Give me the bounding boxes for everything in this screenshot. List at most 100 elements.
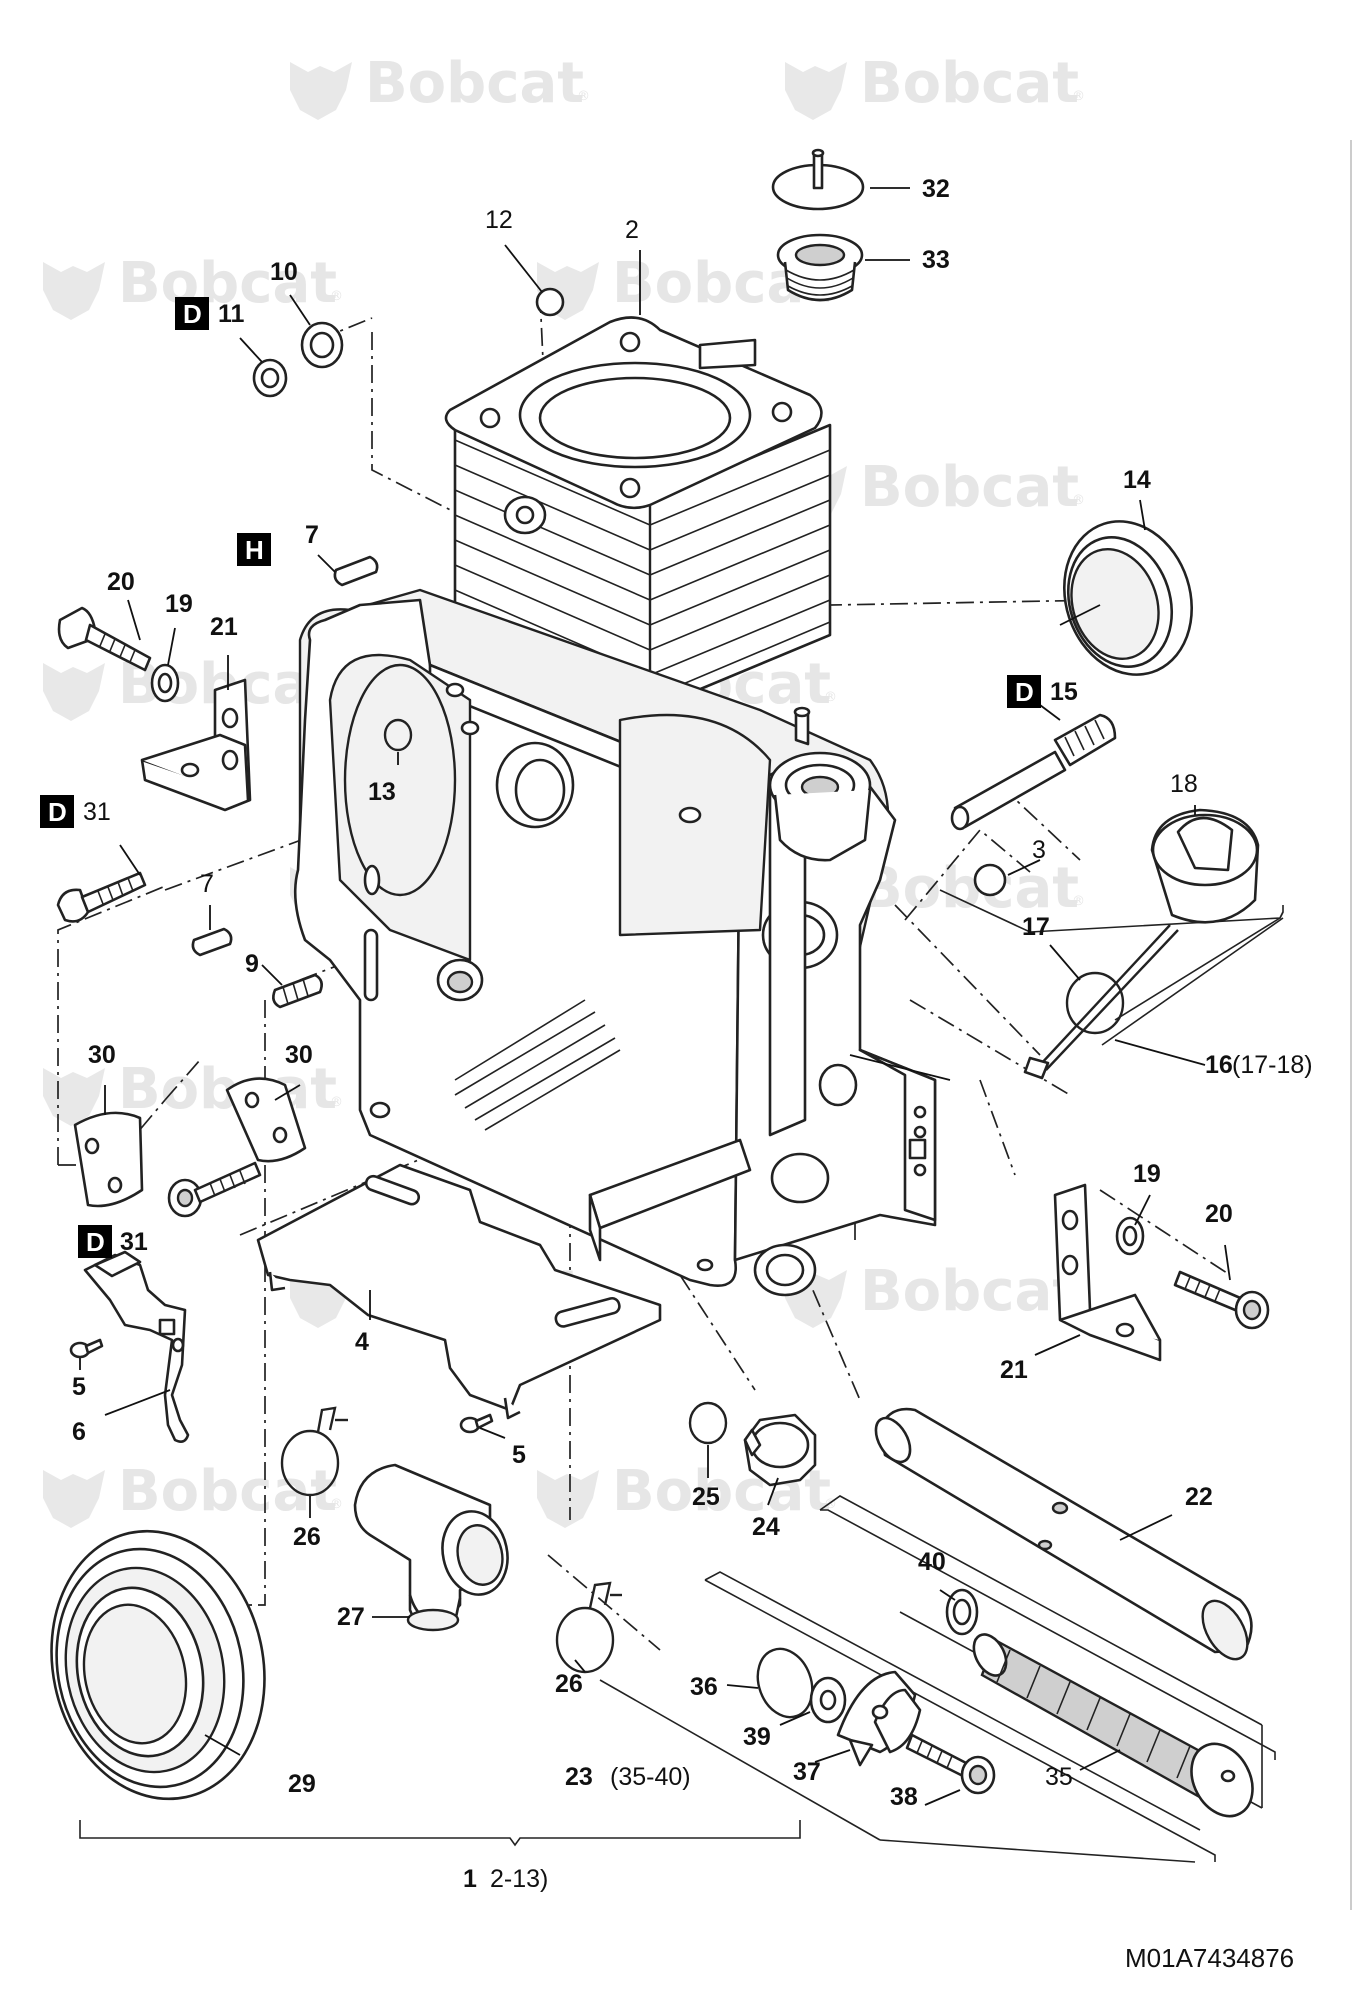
part-36-oring [756,1647,814,1719]
tag-d-15-text: D [1015,677,1034,707]
drawing-code: M01A7434876 [1125,1943,1294,1973]
bobcat-logo-icon [785,62,847,120]
bobcat-watermark: Bobcat® [43,652,343,721]
callout-10: 10 [270,258,298,286]
callout-20-upper: 20 [107,568,135,596]
part-11-nut [252,358,288,398]
bobcat-watermark-registered: ® [1072,894,1085,909]
part-7-pin-upper [333,555,379,587]
part-37-cover [836,1670,922,1767]
callout-23-range: (35-40) [610,1763,691,1791]
bobcat-watermark-text: Bobcat [860,455,1079,520]
tag-d-31-lower [78,1225,112,1258]
part-19-washer-lower [1115,1216,1145,1256]
part-33-plug [776,233,864,302]
callout-27: 27 [337,1603,365,1631]
bobcat-watermark-registered: ® [577,89,590,104]
callout-7-upper: 7 [305,521,319,549]
part-39-washer [809,1676,847,1724]
callout-19-lower: 19 [1133,1160,1161,1188]
callout-19-upper: 19 [165,590,193,618]
bobcat-watermark: Bobcat® [537,1459,837,1528]
part-20-bolt-lower [1173,1270,1270,1330]
bobcat-watermark: Bobcat® [43,1459,343,1528]
tag-d-31-upper-text: D [48,797,67,827]
callout-3: 3 [1032,836,1046,864]
part-18-dipstick [1023,808,1260,1080]
bobcat-watermark: Bobcat® [43,251,343,320]
callout-labels: 32 33 12 2 10 D 11 14 H 7 20 19 21 D 15 … [40,175,1313,1973]
part-9-dowel [272,973,323,1009]
part-30-plate-left [73,1111,144,1208]
part-26-clamp-lower [555,1581,622,1674]
part-40-washer [945,1588,979,1636]
callout-35: 35 [1045,1763,1073,1791]
callout-31-upper: 31 [83,798,111,826]
callout-17: 17 [1022,913,1050,941]
bobcat-watermark: Bobcat® [290,51,590,120]
bobcat-watermark-registered: ® [330,289,343,304]
part-21-bracket-lower [1053,1183,1162,1362]
bobcat-watermark-text: Bobcat [118,251,337,316]
callout-2: 2 [625,216,639,244]
tag-d-15 [1007,675,1041,708]
part-6-clip [83,1250,190,1443]
callout-15: 15 [1050,678,1078,706]
tag-d-31-lower-text: D [86,1227,105,1257]
bobcat-watermark-registered: ® [330,1095,343,1110]
callout-31-lower: 31 [120,1228,148,1256]
part-3-ball [973,863,1007,897]
part-29-bearing [50,1529,266,1801]
callout-30-right: 30 [285,1041,313,1069]
callout-18: 18 [1170,770,1198,798]
callout-26-lower: 26 [555,1670,583,1698]
bobcat-logo-icon [43,663,105,721]
callout-20-lower: 20 [1205,1200,1233,1228]
part-15-shaft [950,713,1117,831]
callout-26-upper: 26 [293,1523,321,1551]
part-35-strainer [972,1633,1254,1818]
callout-37: 37 [793,1758,821,1786]
bobcat-watermark-registered: ® [1072,493,1085,508]
bobcat-watermark-text: Bobcat [365,51,584,116]
callout-16: 16 [1205,1051,1233,1079]
callout-32: 32 [922,175,950,203]
callout-21-lower: 21 [1000,1356,1028,1384]
callout-40: 40 [918,1548,946,1576]
bobcat-watermark: Bobcat® [785,51,1085,120]
part-30-plate-right [225,1077,307,1163]
callout-39: 39 [743,1723,771,1751]
bobcat-logo-icon [43,1470,105,1528]
callout-21-upper: 21 [210,613,238,641]
callout-29: 29 [288,1770,316,1798]
part-31-bolt-lower [167,1161,262,1218]
part-4-plate [256,1163,662,1420]
part-10-washer [300,321,344,369]
callout-1: 1 [463,1865,477,1893]
bobcat-watermark-registered: ® [824,690,837,705]
part-27-hose [353,1463,509,1632]
part-26-clamp-upper [280,1406,348,1497]
callout-1-range: 2-13) [490,1865,548,1893]
callout-23: 23 [565,1763,593,1791]
part-17-oring [1065,971,1125,1035]
callout-5-left: 5 [72,1373,86,1401]
part-12-ball [535,287,565,317]
part-14-seal [1062,520,1194,676]
tag-d-11 [175,297,209,330]
callout-30-left: 30 [88,1041,116,1069]
bobcat-watermark-registered: ® [330,1497,343,1512]
callout-5-right: 5 [512,1441,526,1469]
bobcat-watermark-text: Bobcat [118,1459,337,1524]
callout-7-lower: 7 [200,870,214,898]
part-20-bolt-upper [57,606,152,672]
tag-d-31-upper [40,795,74,828]
callout-16-range: (17-18) [1232,1051,1313,1079]
part-24-drain-plug [743,1413,817,1487]
crankcase [293,588,937,1297]
bobcat-watermark-registered: ® [1072,89,1085,104]
callout-36: 36 [690,1673,718,1701]
part-7-pin-lower [191,927,233,957]
part-19-washer-upper [150,663,180,703]
